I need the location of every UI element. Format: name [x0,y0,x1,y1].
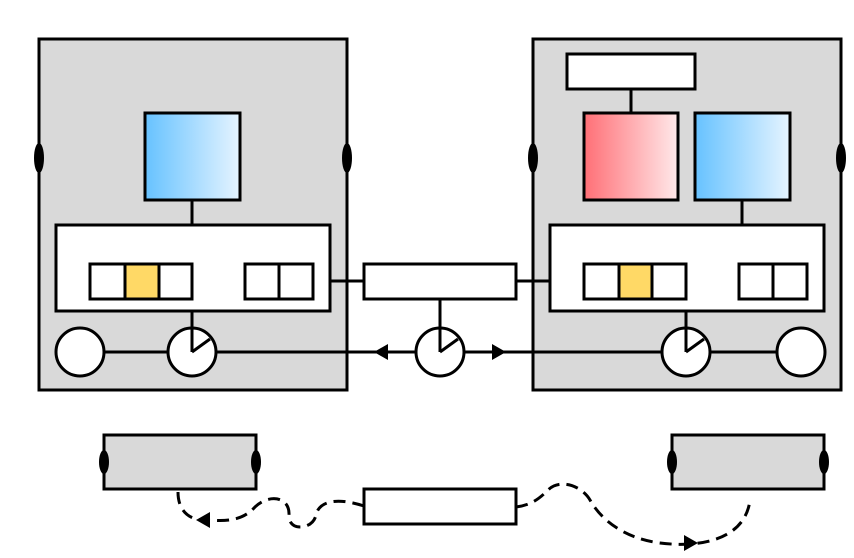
right-top-label-box[interactable] [565,52,697,91]
bottom-left-tray-body [102,433,258,491]
left-slot-1 [88,262,127,301]
bottom-left-tray-handle-left [99,450,109,474]
right-slot-1 [582,262,621,301]
center-bridge[interactable] [330,262,550,328]
bottom-right-tray-handle-right [819,450,829,474]
bottom-right-tray-handle-left [667,450,677,474]
left-port-circle[interactable] [54,326,106,378]
right-slot-3 [650,262,688,301]
center-rotary-switch-icon[interactable] [414,326,466,378]
right-rotary-switch-icon[interactable] [660,326,712,378]
left-slot-5 [277,262,315,301]
left-device-handle-left [34,143,44,173]
bus-arrow-left-icon [374,344,388,360]
dashed-link-left [209,497,365,529]
right-slot-5 [771,262,809,301]
right-blue-module[interactable] [693,111,792,202]
bridge-box[interactable] [362,262,518,301]
left-rotary-switch-icon[interactable] [166,326,218,378]
left-device-handle-right [342,143,352,173]
right-slot-2-highlight [617,262,654,301]
bottom-left-tray[interactable] [99,433,261,491]
bottom-right-tray[interactable] [667,433,829,491]
bottom-right-tray-body [670,433,826,491]
bottom-left-tray-handle-right [251,450,261,474]
dashed-link-left-tail [176,491,201,522]
dashed-link-right [515,482,752,546]
left-slot-4 [243,262,281,301]
right-red-module[interactable] [582,111,680,202]
left-slot-group-b [243,262,315,301]
right-slot-4 [737,262,775,301]
right-port-circle[interactable] [775,326,827,378]
left-device[interactable] [34,37,352,392]
bus-arrow-right-icon [492,344,506,360]
left-blue-module[interactable] [143,111,242,202]
right-device[interactable] [528,37,846,392]
dashed-arrow-left-icon [196,512,210,528]
left-slot-group-a [88,262,194,301]
right-slot-group-a [582,262,688,301]
left-slot-2-highlight [123,262,161,301]
left-slot-3 [157,262,194,301]
dashed-arrow-right-icon [684,535,698,551]
right-device-handle-right [836,143,846,173]
right-slot-group-b [737,262,809,301]
bottom-center-box[interactable] [362,487,518,526]
right-device-handle-left [528,143,538,173]
